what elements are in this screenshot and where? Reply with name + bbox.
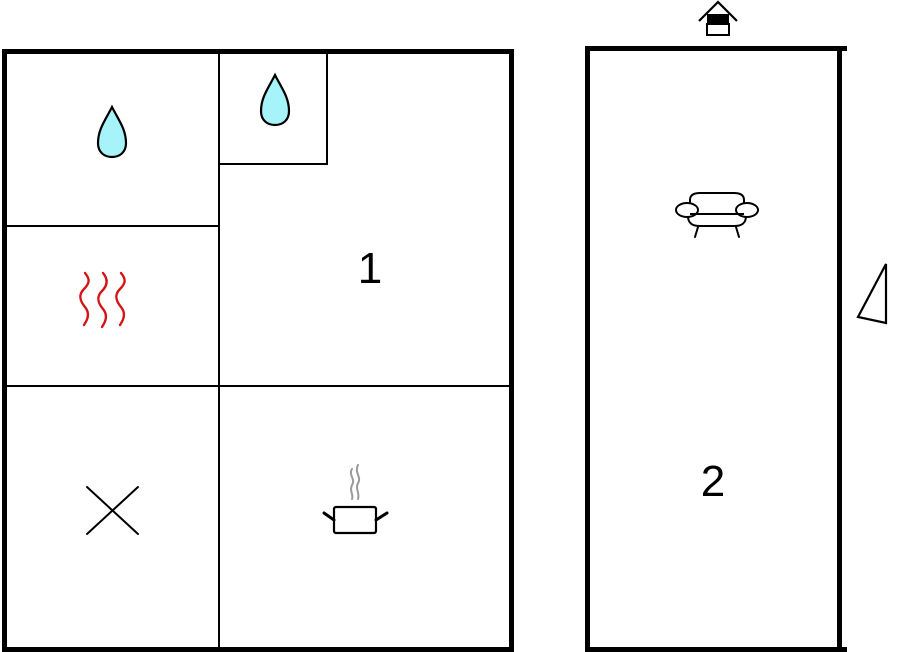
heat-waves-icon	[79, 271, 126, 329]
water-drop-icon	[96, 104, 128, 159]
room-label-1: 1	[357, 244, 383, 293]
north-arrow-triangle-icon	[856, 263, 888, 325]
interior-wall-small-bath-right	[326, 52, 328, 165]
cross-icon	[86, 486, 139, 535]
interior-wall-middle	[5, 385, 511, 387]
interior-wall-bath-sauna	[5, 225, 219, 227]
room-label-2: 2	[700, 457, 726, 506]
wall-left	[585, 46, 590, 652]
wall-right	[509, 49, 514, 652]
wall-top	[2, 49, 514, 54]
interior-wall-vertical	[218, 52, 220, 649]
interior-wall-small-bath-bottom	[219, 163, 328, 165]
cooking-pot-icon	[322, 464, 389, 535]
wall-bottom	[2, 647, 514, 652]
main-building: 1	[2, 49, 514, 652]
sofa-icon	[675, 192, 759, 238]
annex-building: 2	[580, 0, 850, 652]
water-drop-icon	[259, 72, 291, 127]
wall-right	[837, 46, 842, 652]
wall-bottom	[585, 647, 847, 652]
entrance-house-icon	[698, 0, 738, 36]
wall-left	[2, 49, 7, 652]
wall-top	[585, 46, 847, 51]
